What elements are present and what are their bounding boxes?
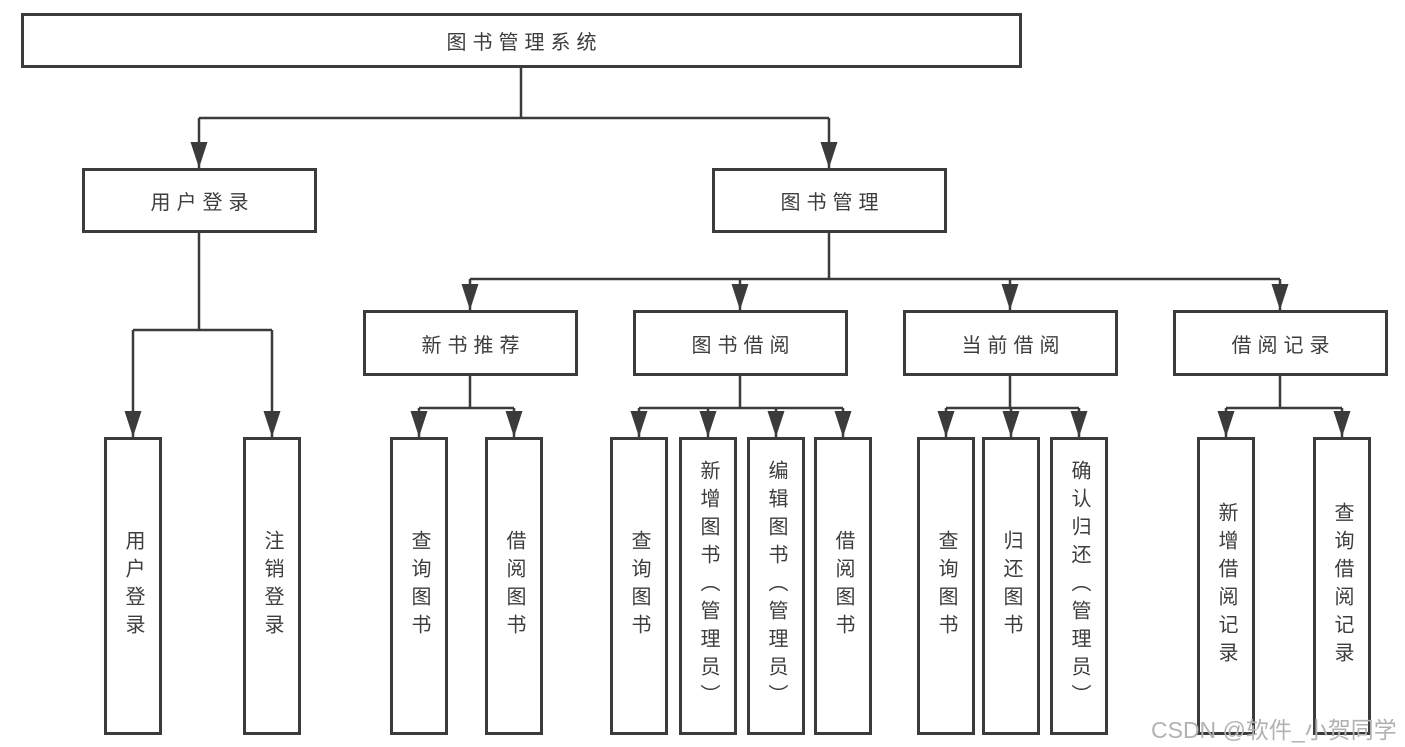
node-book-mgmt: 图书管理 xyxy=(712,168,947,233)
leaf-logout-label: 注销登录 xyxy=(261,530,283,642)
arrowheads-current-borrow-leaves xyxy=(937,411,1088,437)
leaf-current-query: 查询图书 xyxy=(917,437,975,735)
leaf-newbook-borrow-label: 借阅图书 xyxy=(503,530,525,642)
node-current-borrow-label: 当前借阅 xyxy=(961,334,1066,357)
node-book-borrow: 图书借阅 xyxy=(633,310,848,376)
node-borrow-record-label: 借阅记录 xyxy=(1231,334,1336,357)
node-user-login: 用户登录 xyxy=(82,168,317,233)
leaf-newbook-borrow: 借阅图书 xyxy=(485,437,543,735)
connector-user-login-to-leaves xyxy=(131,233,274,437)
leaf-borrow-query-label: 查询图书 xyxy=(628,530,650,642)
leaf-current-return: 归还图书 xyxy=(982,437,1040,735)
node-borrow-record: 借阅记录 xyxy=(1173,310,1388,376)
node-user-login-label: 用户登录 xyxy=(150,192,255,214)
arrowheads-new-book-leaves xyxy=(410,411,523,437)
leaf-borrow-borrow: 借阅图书 xyxy=(814,437,872,735)
leaf-borrow-add-admin-label: 新增图书（管理员） xyxy=(697,460,719,712)
leaf-borrow-edit-admin-label: 编辑图书（管理员） xyxy=(765,460,787,712)
arrowheads-user-login-leaves xyxy=(124,411,281,437)
node-book-mgmt-label: 图书管理 xyxy=(780,192,885,214)
leaf-current-return-label: 归还图书 xyxy=(1000,530,1022,642)
leaf-borrow-edit-admin: 编辑图书（管理员） xyxy=(747,437,805,735)
leaf-record-add-label: 新增借阅记录 xyxy=(1215,502,1237,670)
node-current-borrow: 当前借阅 xyxy=(903,310,1118,376)
arrowheads-borrow-record-leaves xyxy=(1217,411,1351,437)
leaf-current-confirm-admin-label: 确认归还（管理员） xyxy=(1068,460,1090,712)
connector-new-book-to-leaves xyxy=(417,376,516,437)
leaf-newbook-query: 查询图书 xyxy=(390,437,448,735)
leaf-record-query: 查询借阅记录 xyxy=(1313,437,1371,735)
arrowheads-book-borrow-leaves xyxy=(630,411,852,437)
connector-borrow-record-to-leaves xyxy=(1224,376,1344,437)
leaf-current-confirm-admin: 确认归还（管理员） xyxy=(1050,437,1108,735)
leaf-borrow-borrow-label: 借阅图书 xyxy=(832,530,854,642)
connector-root-to-level2 xyxy=(197,68,831,168)
arrowheads-level3 xyxy=(461,284,1289,310)
leaf-record-query-label: 查询借阅记录 xyxy=(1331,502,1353,670)
node-new-book-rec: 新书推荐 xyxy=(363,310,578,376)
leaf-current-query-label: 查询图书 xyxy=(935,530,957,642)
node-new-book-rec-label: 新书推荐 xyxy=(421,334,526,357)
leaf-logout: 注销登录 xyxy=(243,437,301,735)
leaf-user-login: 用户登录 xyxy=(104,437,162,735)
connector-book-borrow-to-leaves xyxy=(637,376,845,437)
leaf-borrow-add-admin: 新增图书（管理员） xyxy=(679,437,737,735)
arrowheads-level2 xyxy=(190,142,838,168)
csdn-watermark: CSDN @软件_小贺同学 xyxy=(1151,717,1397,743)
node-book-borrow-label: 图书借阅 xyxy=(691,334,796,357)
node-root-label: 图书管理系统 xyxy=(446,32,603,54)
leaf-newbook-query-label: 查询图书 xyxy=(408,530,430,642)
connector-book-mgmt-to-level3 xyxy=(468,233,1282,310)
leaf-record-add: 新增借阅记录 xyxy=(1197,437,1255,735)
node-root: 图书管理系统 xyxy=(21,13,1022,68)
leaf-user-login-label: 用户登录 xyxy=(122,530,144,642)
leaf-borrow-query: 查询图书 xyxy=(610,437,668,735)
